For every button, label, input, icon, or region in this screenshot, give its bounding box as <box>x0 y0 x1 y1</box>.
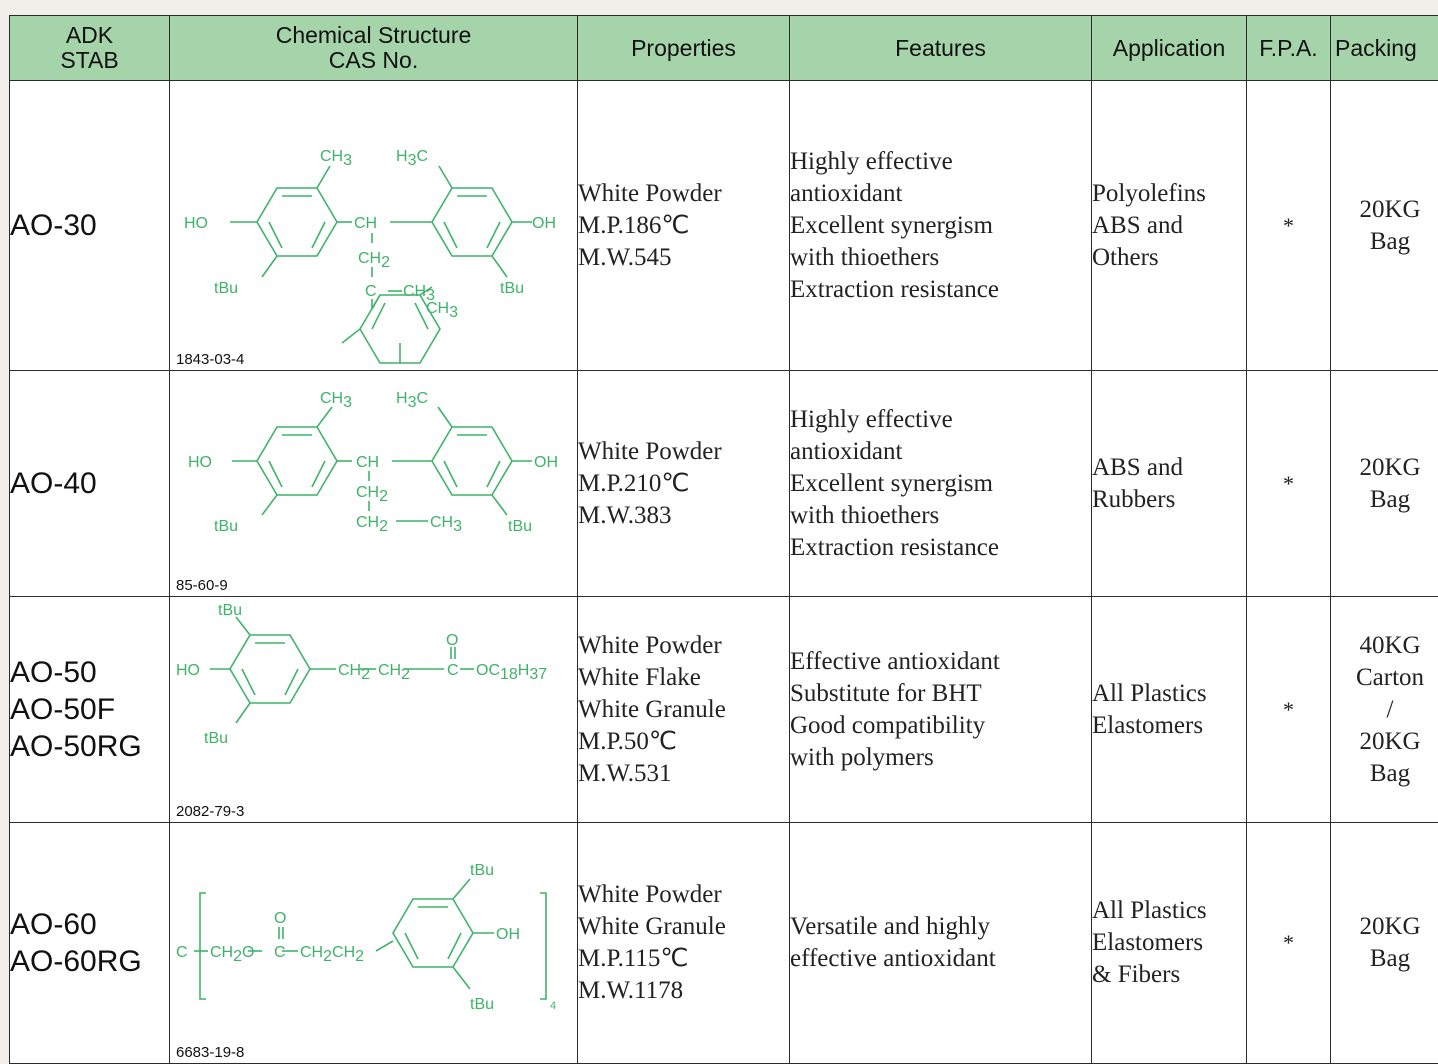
table-row: AO-60 AO-60RG <box>10 823 1438 1064</box>
label-tbu-bottom: tBu <box>204 730 228 747</box>
fpa-mark: * <box>1247 81 1331 371</box>
header-fpa: F.P.A. <box>1247 16 1331 81</box>
label-ch: CH <box>354 215 377 232</box>
label-ho: HO <box>188 454 212 471</box>
label-ch2o: CH2O <box>210 944 254 965</box>
label-tbu-top: tBu <box>470 862 494 879</box>
label-tbu-right: tBu <box>508 518 532 535</box>
label-oh: OH <box>496 926 520 943</box>
label-oc18h37: OC18H37 <box>476 662 547 683</box>
antioxidant-table: ADK STAB Chemical Structure CAS No. Prop… <box>9 15 1438 1064</box>
packing: 20KG Bag <box>1331 823 1438 1064</box>
label-o: O <box>274 910 286 927</box>
application: All Plastics Elastomers & Fibers <box>1092 823 1247 1064</box>
label-tbu-left: tBu <box>214 280 238 297</box>
features: Versatile and highly effective antioxida… <box>790 823 1092 1064</box>
grade-name: AO-50 AO-50F AO-50RG <box>10 597 170 823</box>
label-c: C <box>447 662 459 679</box>
label-c2: C <box>274 944 286 961</box>
cas-number: 85-60-9 <box>176 577 228 594</box>
structure-cell: CH3 H3C CH HO OH CH2 C CH3 CH3 tBu tBu t… <box>170 81 578 371</box>
features: Highly effective antioxidant Excellent s… <box>790 371 1092 597</box>
properties: White Powder White Granule M.P.115℃ M.W.… <box>578 823 790 1064</box>
label-ch2-b: CH2 <box>378 662 410 683</box>
label-ch2: CH2 <box>338 662 370 683</box>
packing: 20KG Bag <box>1331 371 1438 597</box>
structure-ao40: CH3 H3C CH HO OH CH2 CH2 CH3 tBu tBu <box>170 371 576 593</box>
label-c: C <box>176 944 188 961</box>
structure-cell: C CH2O O C CH2CH2 tBu OH tBu 4 6683-19-8 <box>170 823 578 1064</box>
packing: 40KG Carton / 20KG Bag <box>1331 597 1438 823</box>
label-ho: HO <box>184 215 208 232</box>
label-tbu-right: tBu <box>500 280 524 297</box>
table-row: AO-40 <box>10 371 1438 597</box>
fpa-mark: * <box>1247 597 1331 823</box>
table-row: AO-50 AO-50F AO-50RG tBu <box>10 597 1438 823</box>
features: Highly effective antioxidant Excellent s… <box>790 81 1092 371</box>
properties: White Powder White Flake White Granule M… <box>578 597 790 823</box>
label-oh: OH <box>534 454 558 471</box>
grade-name: AO-40 <box>10 371 170 597</box>
label-ch3: CH3 <box>320 390 352 411</box>
label-ch3-b: CH3 <box>430 514 462 535</box>
label-h3c: H3C <box>396 148 428 169</box>
header-properties: Properties <box>578 16 790 81</box>
label-four: 4 <box>550 1000 556 1012</box>
label-ch2-b: CH2 <box>356 514 388 535</box>
header-row: ADK STAB Chemical Structure CAS No. Prop… <box>10 16 1438 81</box>
cas-number: 1843-03-4 <box>176 351 244 368</box>
label-ch2: CH2 <box>358 250 390 271</box>
label-ch3: CH3 <box>320 148 352 169</box>
header-packing: Packing <box>1331 16 1438 81</box>
header-features: Features <box>790 16 1092 81</box>
grade-name: AO-30 <box>10 81 170 371</box>
application: All Plastics Elastomers <box>1092 597 1247 823</box>
grade-name: AO-60 AO-60RG <box>10 823 170 1064</box>
header-grade: ADK STAB <box>10 16 170 81</box>
structure-ao30: CH3 H3C CH HO OH CH2 C CH3 CH3 tBu tBu t… <box>170 81 576 367</box>
properties: White Powder M.P.210℃ M.W.383 <box>578 371 790 597</box>
fpa-mark: * <box>1247 823 1331 1064</box>
structure-ao50: tBu HO CH2 CH2 O C OC18H37 tBu <box>170 597 576 819</box>
structure-cell: tBu HO CH2 CH2 O C OC18H37 tBu 2082-79-3 <box>170 597 578 823</box>
label-ch2: CH2 <box>356 484 388 505</box>
header-structure: Chemical Structure CAS No. <box>170 16 578 81</box>
structure-cell: CH3 H3C CH HO OH CH2 CH2 CH3 tBu tBu 85-… <box>170 371 578 597</box>
packing: 20KG Bag <box>1331 81 1438 371</box>
label-h3c: H3C <box>396 390 428 411</box>
application: ABS and Rubbers <box>1092 371 1247 597</box>
properties: White Powder M.P.186℃ M.W.545 <box>578 81 790 371</box>
label-ch3-c: CH3 <box>426 300 458 321</box>
label-tbu-top: tBu <box>218 602 242 619</box>
header-application: Application <box>1092 16 1247 81</box>
label-c: C <box>365 283 377 300</box>
label-ho: HO <box>176 662 200 679</box>
cas-number: 6683-19-8 <box>176 1044 244 1061</box>
cas-number: 2082-79-3 <box>176 803 244 820</box>
fpa-mark: * <box>1247 371 1331 597</box>
structure-ao60: C CH2O O C CH2CH2 tBu OH tBu 4 <box>170 823 576 1061</box>
label-ch2ch2: CH2CH2 <box>300 944 364 965</box>
label-o: O <box>446 632 458 649</box>
label-ch: CH <box>356 454 379 471</box>
table-row: AO-30 <box>10 81 1438 371</box>
label-tbu-left: tBu <box>214 518 238 535</box>
application: Polyolefins ABS and Others <box>1092 81 1247 371</box>
features: Effective antioxidant Substitute for BHT… <box>790 597 1092 823</box>
spec-sheet: ADK STAB Chemical Structure CAS No. Prop… <box>9 15 1438 1055</box>
label-tbu-bottom: tBu <box>470 996 494 1013</box>
label-oh: OH <box>532 215 556 232</box>
